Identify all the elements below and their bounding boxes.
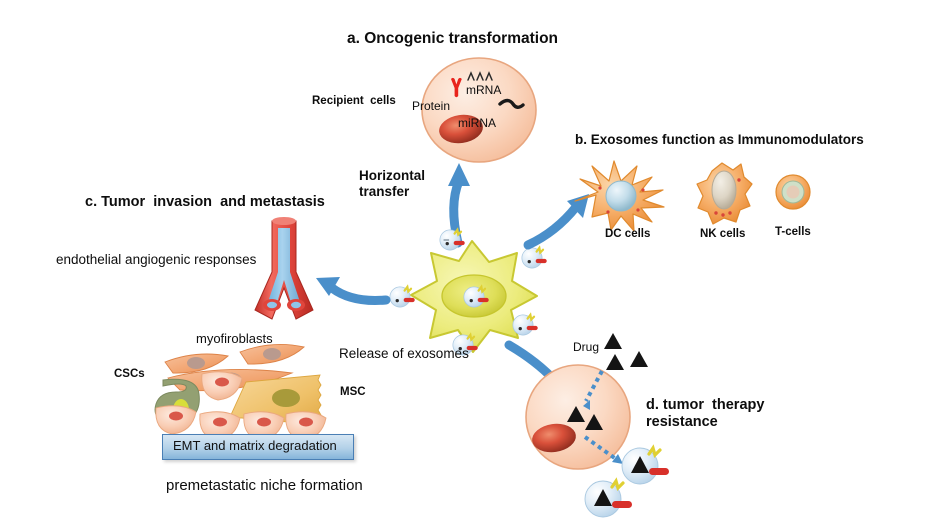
horizontal-transfer-arrow [448,163,470,248]
emt-box-label: EMT and matrix degradation [173,438,337,453]
csc-cell [154,378,200,426]
protein-label: Protein [412,99,451,113]
recipient-cells-label: Recipient cells [312,95,396,107]
drug-efflux-path [583,435,623,464]
myofibroblasts-label: myofiroblasts [196,331,273,346]
horizontal-transfer-label: Horizontal transfer [359,168,425,199]
premetastatic-label: premetastatic niche formation [166,477,363,494]
release-of-exosomes-label: Release of exosomes [339,346,469,361]
msc-cell [229,374,324,426]
cscs-label: CSCs [114,368,145,380]
tumor-cell-central [410,240,538,353]
myofibroblast-group [164,343,305,392]
protein-icon [451,77,462,98]
therapy-arrow [504,340,569,396]
exosome-group-central [389,227,547,356]
metastasis-arrow [316,277,391,305]
mirna-icon [498,98,525,109]
nk-cells-label: NK cells [700,228,746,240]
msc-label: MSC [340,386,366,398]
dc-cells-label: DC cells [605,228,651,240]
section-a-title: a. Oncogenic transformation [347,30,559,47]
endothelial-label: endothelial angiogenic responses [56,252,257,267]
t-cell [775,174,811,210]
dc-cell [574,160,665,232]
t-cells-label: T-cells [775,226,811,238]
nk-cell [696,162,753,225]
resistant-tumor-cell [525,364,631,470]
epithelial-cell-row [155,371,327,441]
immunomodulator-arrow [523,194,589,250]
drug-influx-path [583,370,604,410]
section-c-title: c. Tumor invasion and metastasis [85,194,325,210]
drug-label: Drug [573,340,600,354]
mrna-icon [467,71,493,81]
premetastatic-niche [154,343,327,441]
section-b-title: b. Exosomes function as Immunomodulators [575,132,864,147]
section-d-title: d. tumor therapy resistance [646,397,765,431]
drug-loaded-exosome-2 [584,477,632,518]
blood-vessel [254,217,314,320]
drug-loaded-exosome-1 [621,444,669,485]
drug-molecules [604,333,648,370]
emt-box: EMT and matrix degradation [162,434,354,460]
mirna-label: miRNA [458,116,496,130]
mrna-label: mRNA [466,83,502,97]
